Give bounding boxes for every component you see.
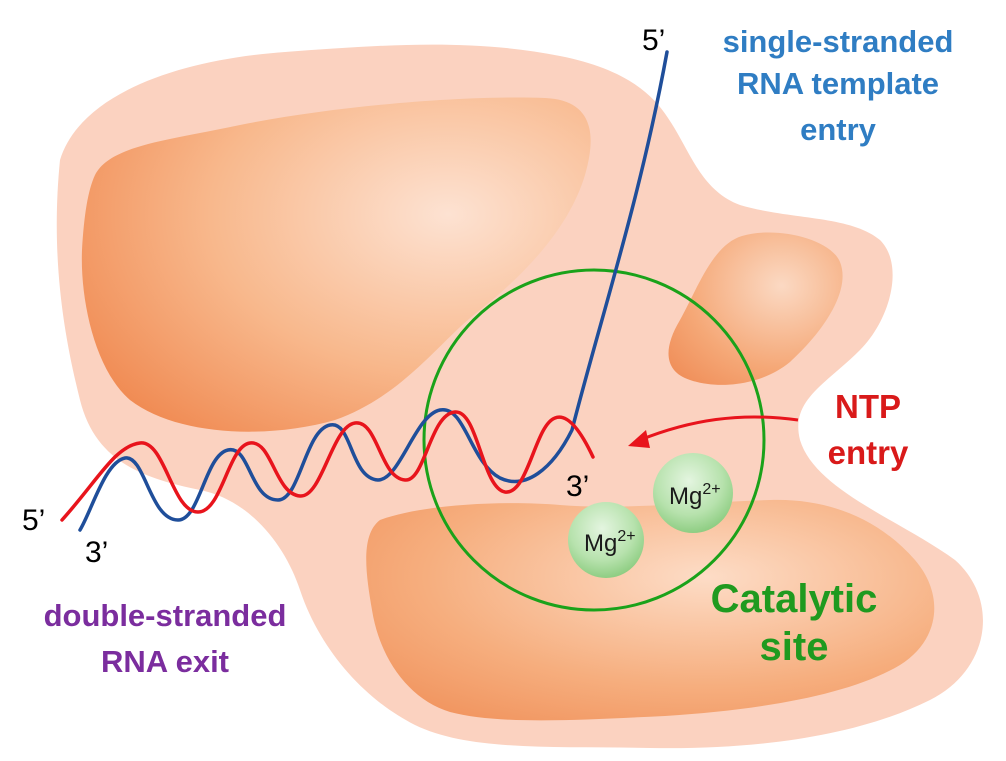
site-3prime-label: 3’: [566, 470, 589, 503]
protein-domain-right: [668, 232, 843, 385]
catalytic-site-label-line1: Catalytic: [711, 577, 878, 621]
mg-ion-1-charge: 2+: [617, 528, 635, 545]
ntp-arrow-icon: [639, 415, 799, 442]
catalytic-site-circle: [422, 268, 766, 612]
exit-label-line2: RNA exit: [101, 644, 229, 679]
exit-5prime-label: 5’: [22, 504, 45, 537]
catalytic-site-label-line2: site: [760, 625, 829, 669]
mg-ion-1: [568, 502, 644, 578]
mg-ion-2-symbol: Mg: [669, 483, 702, 510]
template-entry-label-line3: entry: [800, 112, 877, 147]
template-entry-label-line2: RNA template: [737, 66, 939, 101]
mg-ion-1-label: Mg2+: [584, 528, 636, 557]
template-strand: [78, 50, 669, 532]
nascent-strand: [60, 410, 595, 522]
protein-domain-upper: [81, 97, 591, 432]
exit-3prime-label: 3’: [85, 536, 108, 569]
mg-ion-2: [653, 453, 733, 533]
exit-label-line1: double-stranded: [44, 598, 287, 633]
mg-ion-1-symbol: Mg: [584, 530, 617, 557]
ntp-entry-label-line2: entry: [828, 434, 909, 471]
protein-domain-lower: [366, 499, 935, 721]
ntp-arrowhead-icon: [628, 430, 650, 448]
template-5prime-label: 5’: [642, 24, 665, 57]
template-entry-label-line1: single-stranded: [723, 24, 954, 59]
ntp-entry-label-line1: NTP: [835, 388, 901, 425]
mg-ion-2-label: Mg2+: [669, 481, 721, 510]
mg-ion-2-charge: 2+: [702, 481, 720, 498]
